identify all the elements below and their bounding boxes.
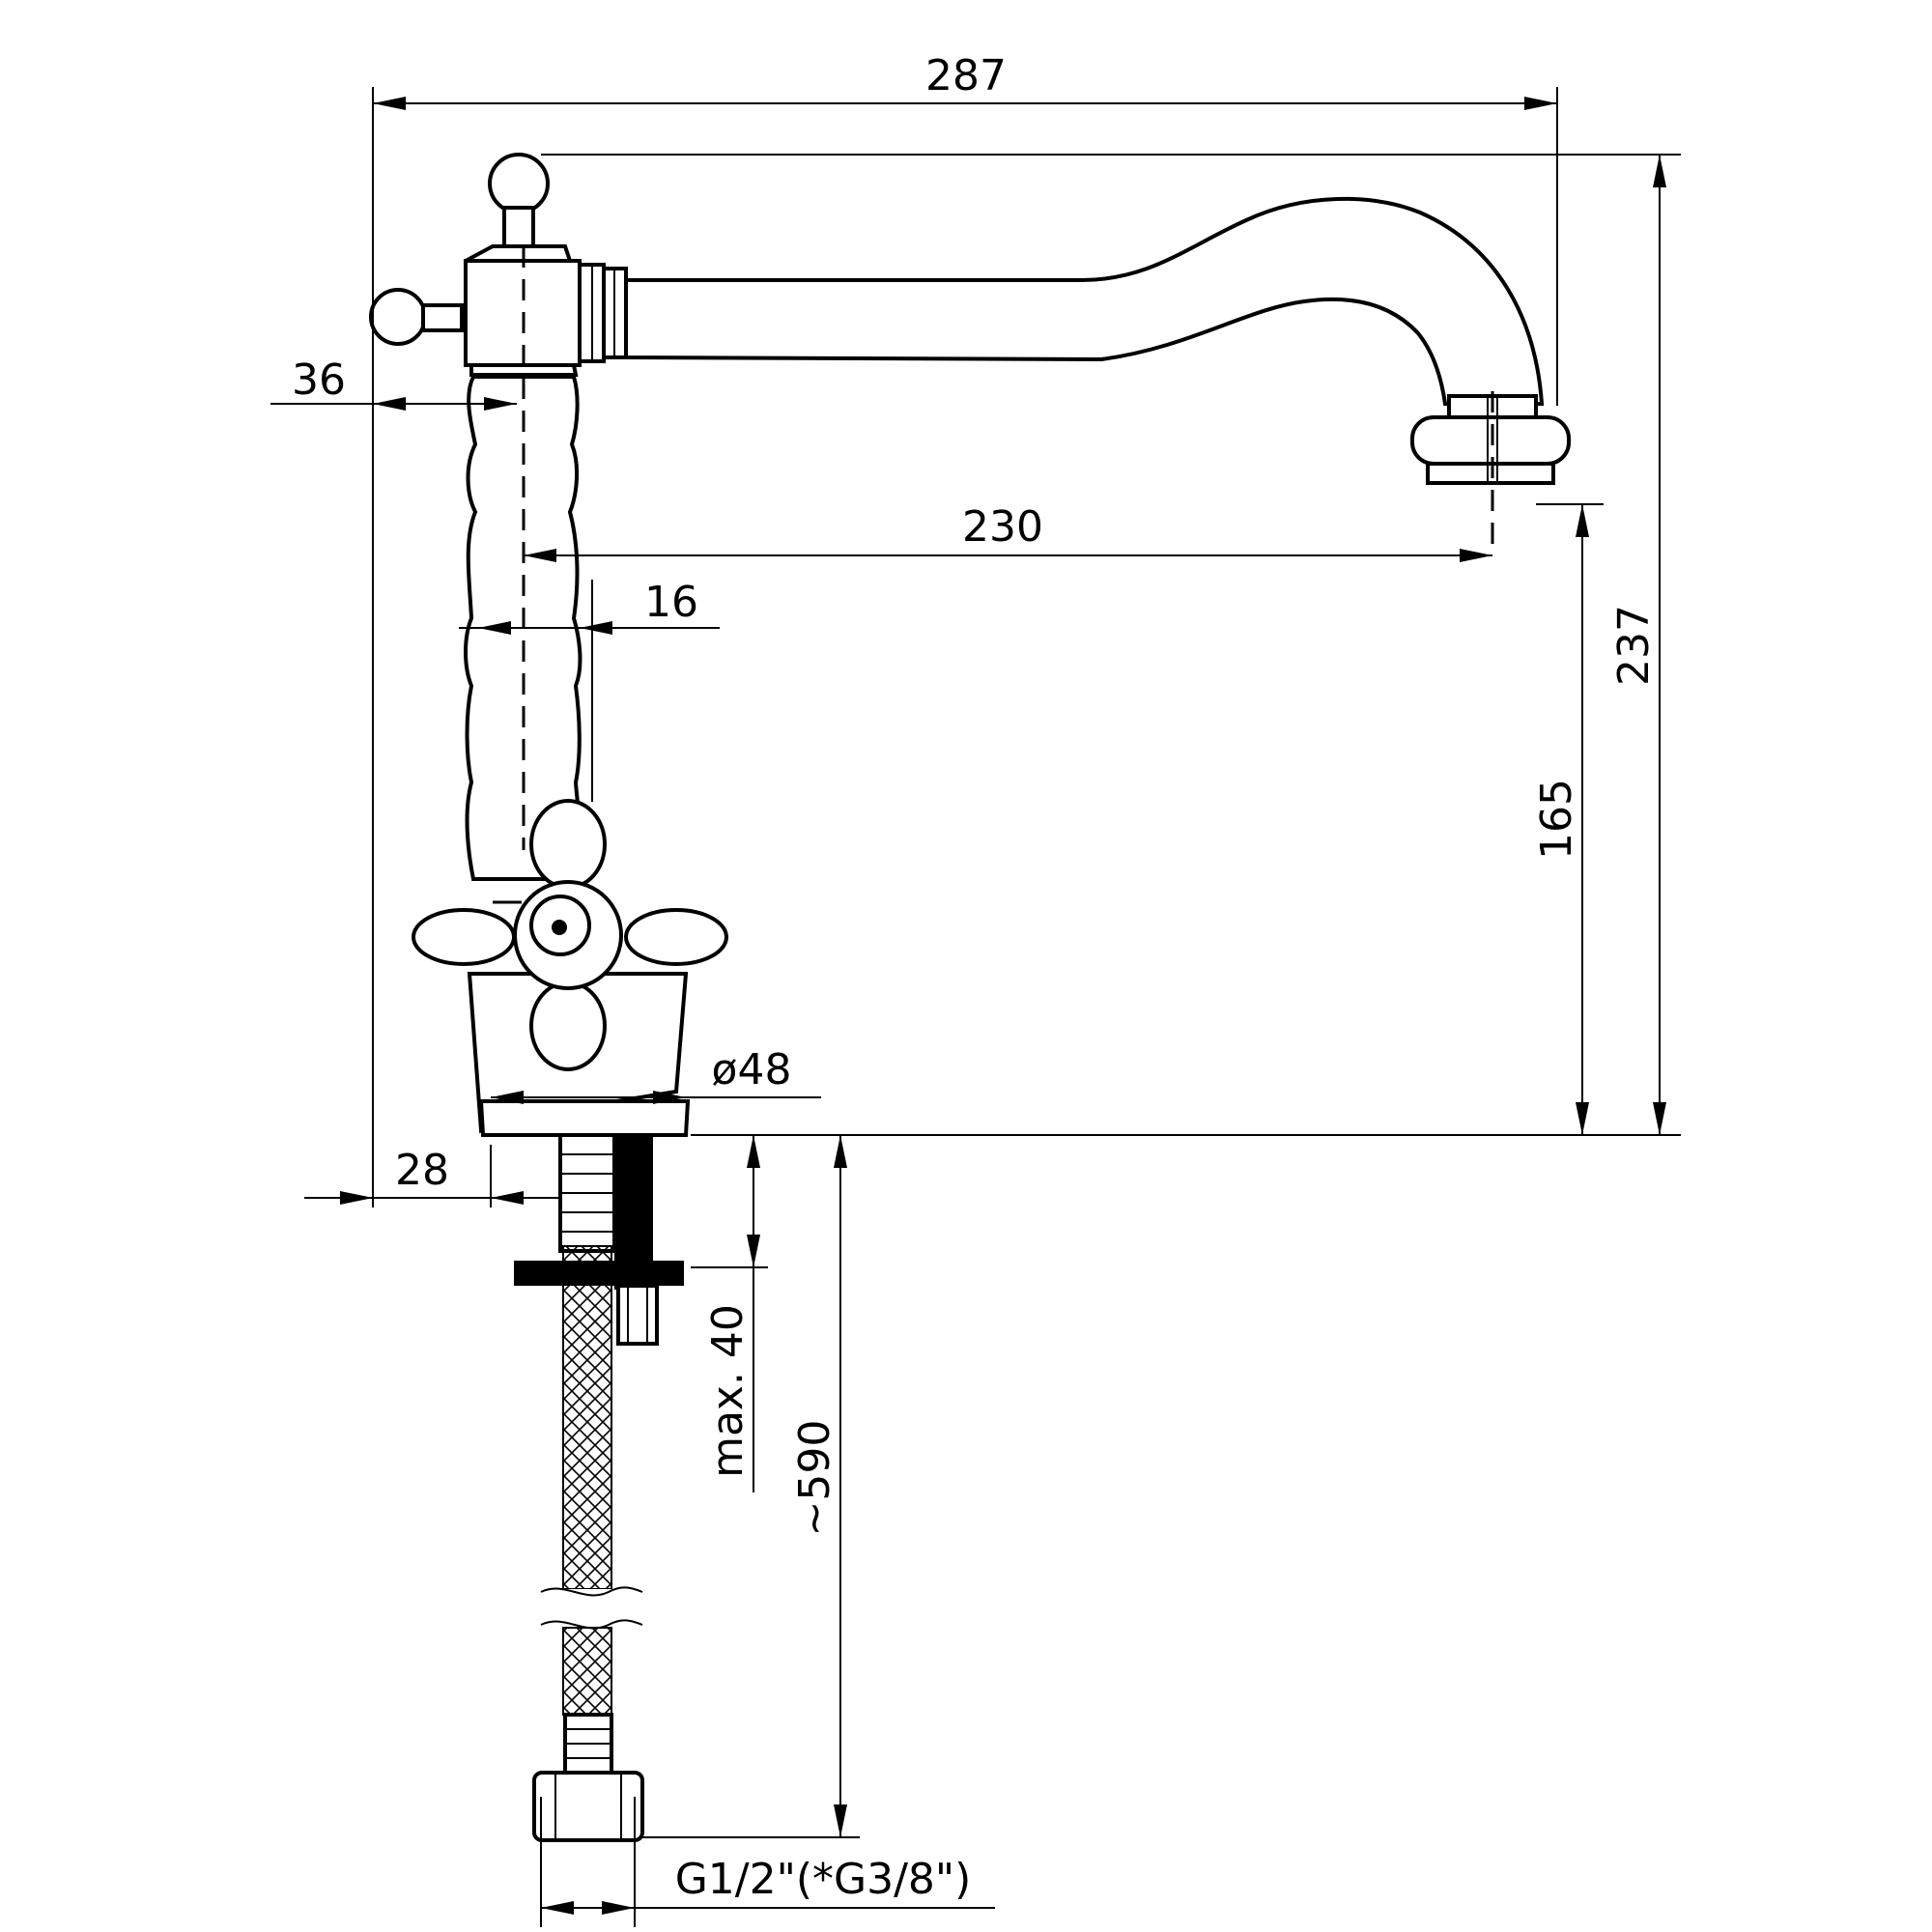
top-finial <box>488 153 550 214</box>
spout-tube <box>624 196 1545 406</box>
mounting-nut <box>616 1284 659 1346</box>
handle-arm-bottom <box>529 980 607 1071</box>
dim-knob-offset: 36 <box>292 355 346 405</box>
dim-hose-length: ~590 <box>790 1420 839 1537</box>
break-mark-top <box>540 1586 643 1597</box>
aerator-tip <box>1426 462 1555 485</box>
dim-overall-height: 237 <box>1609 605 1659 686</box>
handle-arm-left <box>412 908 516 966</box>
dim-base-offset: 28 <box>395 1146 449 1195</box>
handle-arm-right <box>624 908 728 966</box>
dim-spout-clearance: 165 <box>1532 779 1581 860</box>
break-mark-bottom <box>540 1619 643 1630</box>
finial-neck <box>502 206 535 248</box>
faucet-outline <box>369 153 1571 1842</box>
dimension-lines <box>270 87 1681 1927</box>
head-cap <box>465 244 573 263</box>
base-plate <box>478 1099 691 1137</box>
side-knob-stem <box>421 303 464 332</box>
side-knob <box>369 288 427 346</box>
dim-base-diameter: ø48 <box>712 1045 792 1094</box>
dim-overall-width: 287 <box>925 51 1007 100</box>
dim-spout-reach: 230 <box>962 502 1043 552</box>
dim-shaft-offset: 16 <box>644 578 698 627</box>
aerator-nut <box>1410 415 1571 466</box>
hex-connector-nut <box>532 1771 644 1842</box>
braided-hose-upper <box>562 1245 612 1590</box>
dim-connection-thread: G1/2"(*G3/8") <box>675 1855 972 1904</box>
handle-arm-top <box>529 799 607 890</box>
head-collar <box>469 363 579 377</box>
braided-hose-lower <box>562 1627 612 1716</box>
dim-max-deck-thickness: max. 40 <box>703 1304 753 1478</box>
handle-indicator-dot <box>552 920 567 935</box>
